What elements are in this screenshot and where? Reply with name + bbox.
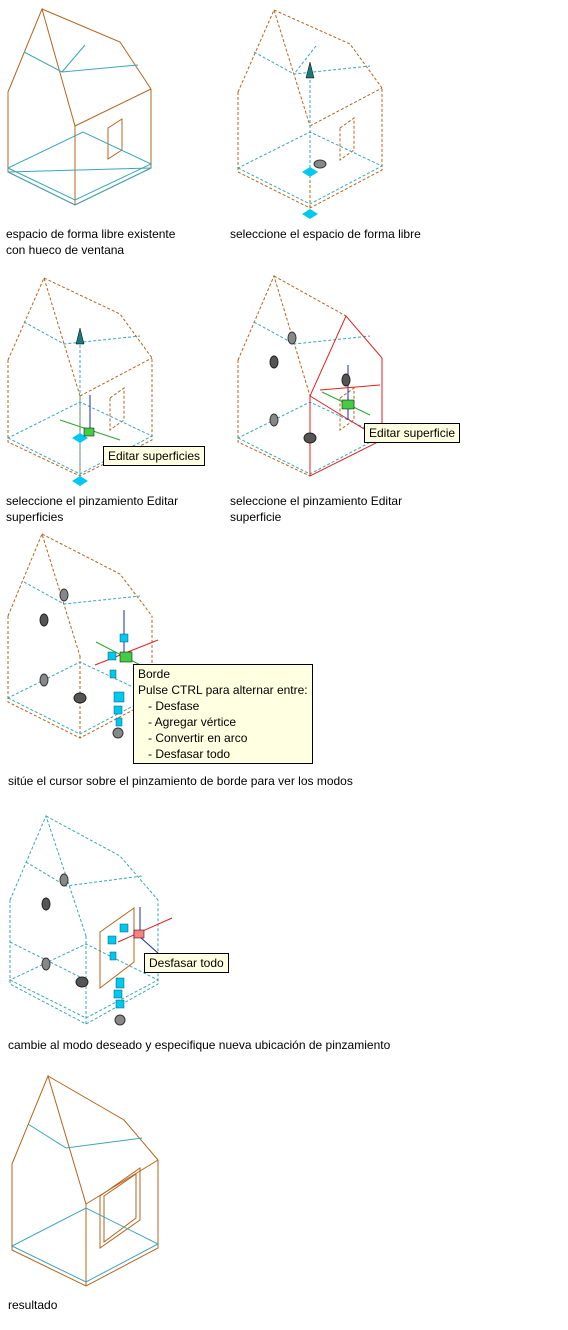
mode-item: - Convertir en arco: [148, 731, 248, 745]
tooltip-edit-surface: Editar superficie: [364, 423, 461, 443]
selected-edge-grip-icon[interactable]: [133, 929, 145, 939]
edge-grip-icon[interactable]: [107, 935, 117, 945]
grip-icon[interactable]: [72, 476, 88, 486]
top-grip-icon[interactable]: [75, 327, 85, 345]
tooltip-edit-surfaces: Editar superficies: [103, 446, 206, 466]
caption-existing: espacio de forma libre existente con hue…: [6, 227, 176, 257]
grip-icon[interactable]: [303, 432, 317, 444]
caption-result: resultado: [8, 1298, 58, 1312]
grip-icon[interactable]: [39, 613, 49, 627]
tooltip-offset-all: Desfasar todo: [144, 953, 229, 973]
grip-icon[interactable]: [269, 355, 279, 369]
house-result-drawing: [10, 1074, 160, 1287]
grip-icon[interactable]: [269, 413, 279, 427]
caption-edit-surface: seleccione el pinzamiento Editar superfi…: [230, 494, 403, 524]
edge-grip-icon[interactable]: [113, 691, 125, 703]
grip-icon[interactable]: [59, 873, 69, 887]
house-offset-all-drawing: [8, 814, 173, 1026]
tooltip-subtitle: Pulse CTRL para alternar entre:: [138, 683, 308, 697]
edit-surface-grip-icon[interactable]: [341, 399, 355, 410]
grip-icon[interactable]: [114, 1014, 126, 1026]
grip-icon[interactable]: [73, 692, 87, 704]
house-selected-drawing: [236, 8, 384, 219]
grip-icon[interactable]: [59, 588, 69, 602]
grip-icon[interactable]: [302, 209, 318, 219]
edge-grip-icon[interactable]: [109, 951, 117, 961]
grip-icon[interactable]: [41, 897, 51, 911]
caption-select-space: seleccione el espacio de forma libre: [230, 227, 421, 241]
caption-edge-modes: sitúe el cursor sobre el pinzamiento de …: [8, 774, 353, 788]
edge-grip-icon[interactable]: [115, 977, 125, 989]
mode-item: - Desfasar todo: [148, 747, 231, 761]
house-edit-surfaces-drawing: [6, 276, 154, 486]
edge-grip-icon[interactable]: [119, 923, 129, 933]
edge-grip-icon[interactable]: [113, 989, 123, 999]
grip-icon[interactable]: [302, 167, 318, 177]
edge-grip-icon[interactable]: [115, 999, 125, 1009]
tooltip-edge-modes: Borde Pulse CTRL para alternar entre: - …: [133, 664, 313, 764]
tooltip-title: Borde: [138, 667, 171, 681]
grip-icon[interactable]: [341, 373, 351, 387]
grip-icon[interactable]: [313, 159, 327, 169]
selected-edge-grip-icon[interactable]: [119, 651, 133, 663]
mode-item: - Agregar vértice: [148, 715, 237, 729]
top-grip-icon[interactable]: [305, 61, 315, 79]
edge-grip-icon[interactable]: [119, 633, 129, 643]
caption-change-mode: cambie al modo deseado y especifique nue…: [8, 1038, 391, 1052]
edge-grip-icon[interactable]: [115, 717, 123, 727]
grip-icon[interactable]: [287, 331, 297, 345]
grip-icon[interactable]: [75, 976, 89, 988]
house-existing-drawing: [6, 7, 153, 206]
edge-grip-icon[interactable]: [109, 669, 117, 679]
edge-grip-icon[interactable]: [107, 651, 117, 661]
caption-edit-surfaces: seleccione el pinzamiento Editar superfi…: [6, 494, 179, 524]
grip-icon[interactable]: [112, 727, 124, 739]
edge-grip-icon[interactable]: [113, 705, 123, 715]
mode-item: - Desfase: [148, 699, 200, 713]
grip-icon[interactable]: [41, 957, 51, 971]
edit-surfaces-grip-icon[interactable]: [83, 427, 95, 437]
grip-icon[interactable]: [39, 673, 49, 687]
house-edit-surface-drawing: [236, 274, 384, 477]
